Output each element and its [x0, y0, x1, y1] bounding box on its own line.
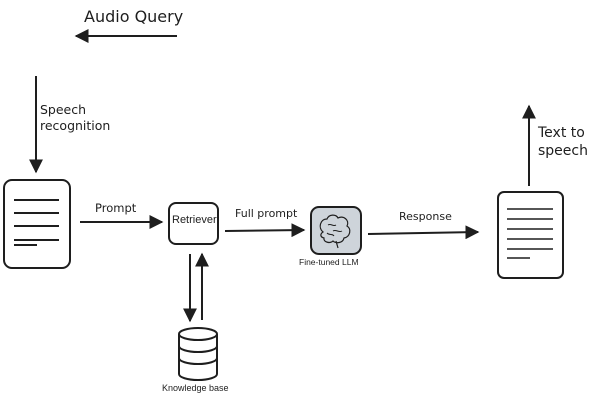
- speech-recognition-line2: recognition: [40, 118, 111, 133]
- text-to-speech-line1: Text to: [538, 125, 585, 141]
- response-arrow: [367, 225, 480, 240]
- full-prompt-label: Full prompt: [235, 207, 298, 220]
- knowledge-base-label: Knowledge base: [162, 383, 229, 393]
- retriever-box: [168, 202, 219, 245]
- output-document-icon: [497, 191, 564, 279]
- text-to-speech-line2: speech: [538, 143, 588, 159]
- full-prompt-arrow: [224, 223, 306, 238]
- response-label: Response: [399, 210, 452, 223]
- prompt-label: Prompt: [95, 201, 137, 215]
- audio-query-label: Audio Query: [84, 7, 184, 26]
- input-document-icon: [3, 179, 71, 269]
- text-to-speech-label: Text to speech: [538, 124, 588, 160]
- speech-recognition-line1: Speech: [40, 102, 87, 117]
- llm-brain-icon: [310, 206, 362, 255]
- knowledge-base-database-icon: [178, 327, 218, 381]
- fine-tuned-llm-label: Fine-tuned LLM: [299, 257, 359, 267]
- speech-recognition-label: Speech recognition: [40, 102, 110, 134]
- retriever-label: Retriever: [172, 214, 217, 226]
